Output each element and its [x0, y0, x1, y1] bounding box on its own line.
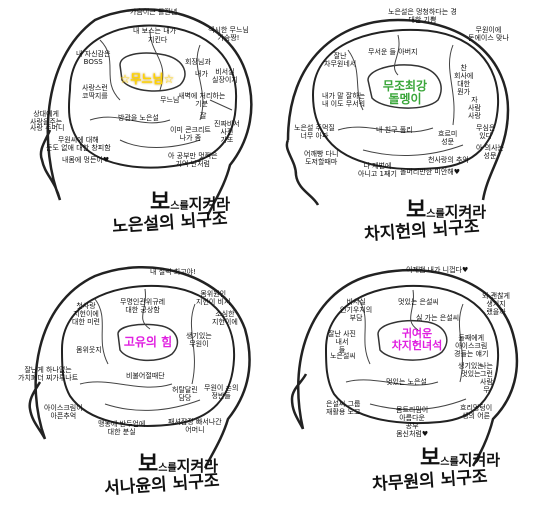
brain-label: 내 보스는 내가 [133, 27, 177, 35]
brain-label: 아이스크림이 아픈추억 [44, 404, 83, 420]
brain-label: 생기있는 멋있는 [458, 362, 484, 378]
panel-seonayun: 고유의 힘 내 실력 최고야! 몸위원인 지헌이 비서 첫사랑 지헌이에 대한 … [0, 254, 268, 508]
brain-label: 허탈달린 담당 [172, 386, 198, 402]
head-outline [39, 8, 253, 216]
brain-label: 비서실 인기우지의 부담 [340, 298, 373, 322]
brain-label: 첫사랑 지헌이에 대한 미련 [72, 302, 100, 326]
brain-label: 싫 가는 은설씨 [416, 314, 460, 322]
brain-label: 흐리멍텅이 생의 어른 [460, 404, 493, 420]
panel-chamuwon: 귀여운 차지헌녀석 이제뱀 내가 니껍다♥ 비서실 인기우지의 부담 멋있는 은… [268, 254, 536, 508]
brain-label: 나 재벌에 아니고 1째기 [358, 162, 397, 178]
panel-noeunseol: ☆무느님☆ 가슴이큰 롤깐년 내 보스는 내가 지킨다 내 자신감은 BOSS … [0, 0, 268, 254]
brain-label: 가슴이큰 롤깐년 [130, 8, 178, 16]
brain-label: 잘난 차무원네서 [324, 52, 357, 68]
brain-label: 아 공부만 멋쩍은 기억 난처럼 [168, 152, 218, 168]
brain-label: 찬 회사에 대한 뭔가 [454, 64, 474, 96]
highlight-name: 무조최강 돌멩이 [382, 79, 428, 106]
brain-label: 내 자신감은 BOSS [76, 50, 111, 66]
brain-label: 노은설 주먹질 너무 아파 [294, 124, 335, 140]
brain-label: 생기있는 무원이 [186, 332, 212, 348]
brain-label: 내 실력 최고야! [150, 268, 196, 276]
brain-label: 무서운 들 아버지 [368, 48, 418, 56]
brain-label: 내가 말 잘하는 내 이도 무서워 [322, 92, 366, 108]
highlight-name: ☆무느님☆ [119, 72, 175, 86]
brain-label: 새벽에 처리하는 기분 [178, 92, 226, 108]
caption-logo: 보스를지켜라 [406, 197, 487, 223]
brain-label: 지킨다 [148, 36, 168, 44]
brain-label: 은설씨 그룹 재활용 노고 [326, 400, 361, 416]
brain-label: 몸위원인 지헌이 비서 [196, 290, 231, 306]
brain-label: 진짜비서 사진 가또 [214, 120, 240, 144]
brain-label: 흐르미 성문 [438, 130, 458, 146]
head-outline [285, 18, 510, 206]
caption-logo: 보스를지켜라 [150, 189, 231, 215]
panel-chajiheon: 무조최강 돌멩이 노은설은 멍청하다는 경 대한 기쁨 무원이에 돈에이스 맞나… [268, 0, 536, 254]
brain-label: 무원이에 돈에이스 맞나 [468, 26, 509, 42]
brain-label: 무심은 있다 [476, 124, 496, 140]
brain-label: 몸위웃지 [76, 346, 102, 354]
highlight-name: 고유의 힘 [123, 335, 173, 349]
brain-label: 이제뱀 내가 니껍다♥ [406, 266, 469, 274]
brain-label: 비불어절때단 [126, 372, 165, 380]
brain-label: 외 괜찮게 생기지 랬을까 [482, 292, 510, 316]
brain-label: 무원씨에 대해 돈도 없애 대한 창피함 [46, 136, 111, 152]
brain-label: 나는 그런 사람 무 [480, 362, 493, 394]
head-outline [290, 268, 519, 467]
brain-label: 섹시한 무느님 가슴짱! [208, 26, 249, 42]
brain-label: 내몸에 멍든이♥ [62, 156, 110, 164]
brain-label: 회장님과 [185, 58, 211, 66]
brain-label: 맹동에 반두업에 대한 분실 [98, 420, 146, 436]
brain-label: 잘난게 하나없는 가치폐더 찌가루나트 [18, 366, 79, 382]
brain-label: 무원이 손의 정반들 [204, 384, 239, 400]
head-outline [28, 266, 251, 469]
brain-label: 멋있는 은설씨 [398, 298, 439, 306]
brain-label: 패셔잡장 빠서나간 어머니 [168, 418, 222, 434]
brain-label: 둘째에게 아이스크림 경들는 얘기 [454, 334, 489, 358]
brain-label: 상대에게 사랑을주는 [30, 110, 63, 126]
brain-label: 사랑 주머니 [30, 124, 65, 132]
brain-label: 아 의사는 성문 [476, 144, 504, 160]
caption-logo: 보스를지켜라 [138, 451, 219, 477]
brain-label: 내 친구 풀리 [376, 126, 413, 134]
brain-label: 내가 [195, 70, 208, 78]
brain-label: 소심한 지헌이에 [212, 310, 238, 326]
brain-label: 천사랑의 추억 [428, 156, 469, 164]
brain-label: 잘난 사진 내서 들 [328, 330, 356, 354]
brain-label: 방관을 노은설 [118, 114, 159, 122]
brain-label: 몸트리밈이 아름다운 공부 몸신처럼♥ [396, 406, 429, 438]
brain-label: 노은설은 멍청하다는 경 대한 기쁨 [388, 8, 457, 24]
brain-label: 돌머리만한 미안해♥ [400, 168, 461, 176]
brain-label: 비서실 실장이지 [212, 68, 238, 84]
brain-label: 무느님 [160, 96, 180, 104]
brain-label: 잘 [200, 112, 207, 120]
brain-label: 사랑스런 코딱지를 [82, 84, 108, 100]
caption-logo: 보스를지켜라 [420, 445, 501, 471]
brain-label: 어깨빵 다니 도저할때마 [304, 150, 339, 166]
brain-label: 이미 콘크리트 나가 좀 [170, 126, 211, 142]
brain-label: 노은설씨 [330, 352, 356, 360]
brain-label: 멋있는 노은설 [386, 378, 427, 386]
highlight-name: 귀여운 차지헌녀석 [391, 327, 443, 352]
brain-label: 자 사람 사랑 [468, 96, 481, 120]
brain-label: 무명인관위규레 대한 궁상함 [120, 298, 166, 314]
